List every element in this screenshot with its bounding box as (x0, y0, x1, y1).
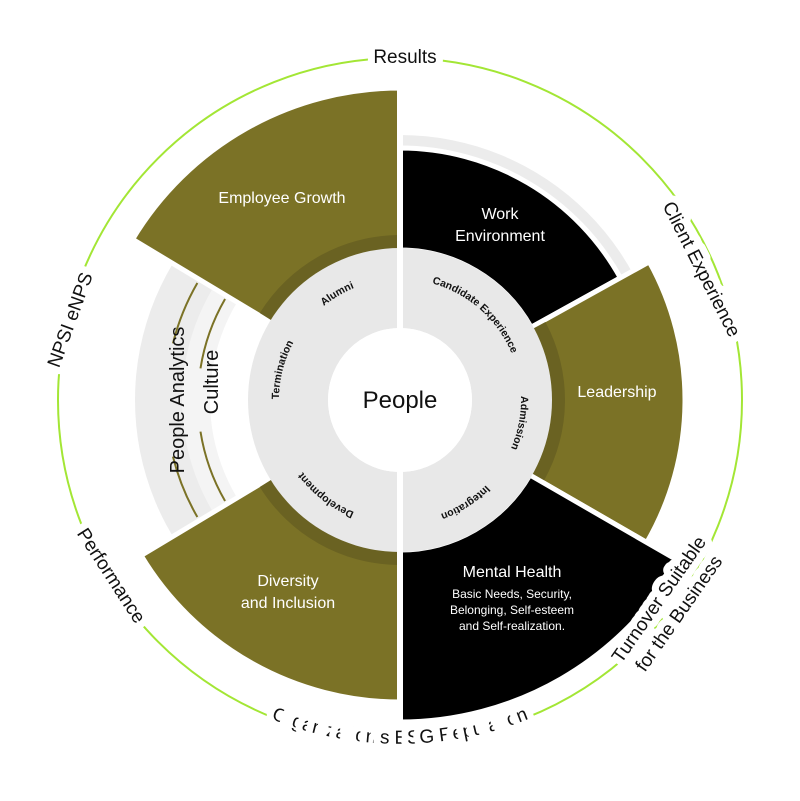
wedge-employee-growth-label: Employee Growth (218, 190, 345, 207)
wedge-leadership-shadow (530, 322, 565, 481)
side-arcs (171, 282, 226, 518)
wedge-work-environment-label-1: Work (481, 206, 519, 223)
side-arc-3 (199, 431, 226, 502)
outer-label-results: Results (373, 47, 436, 68)
outer-accent-ring (57, 57, 743, 743)
side-arc-2 (199, 298, 226, 369)
wedge-employee-growth-shadow (259, 235, 398, 321)
mental-health-desc-1: Basic Needs, Security, (452, 587, 572, 601)
outer-label-npsi-enps: NPSI eNPS (44, 270, 98, 370)
wedge-work-environment-label-2: Environment (455, 228, 545, 245)
center-label: People (363, 387, 438, 414)
wedge-leadership-label: Leadership (577, 384, 656, 401)
wedge-diversity-label-1: Diversity (257, 573, 318, 590)
wedge-mental-health-label: Mental Health (463, 564, 562, 581)
culture-label: Culture (201, 350, 223, 414)
wedge-diversity-inclusion-shadow (259, 479, 398, 565)
wedge-diversity-label-2: and Inclusion (241, 595, 335, 612)
mental-health-desc-2: Belonging, Self-esteem (450, 603, 574, 617)
side-arc-1 (171, 456, 199, 518)
outer-label-performance: Performance (72, 525, 149, 628)
side-arc-0 (171, 282, 199, 344)
center-cover (328, 328, 472, 472)
mental-health-desc-3: and Self-realization. (459, 619, 565, 633)
people-analytics-label: People Analytics (167, 327, 189, 474)
